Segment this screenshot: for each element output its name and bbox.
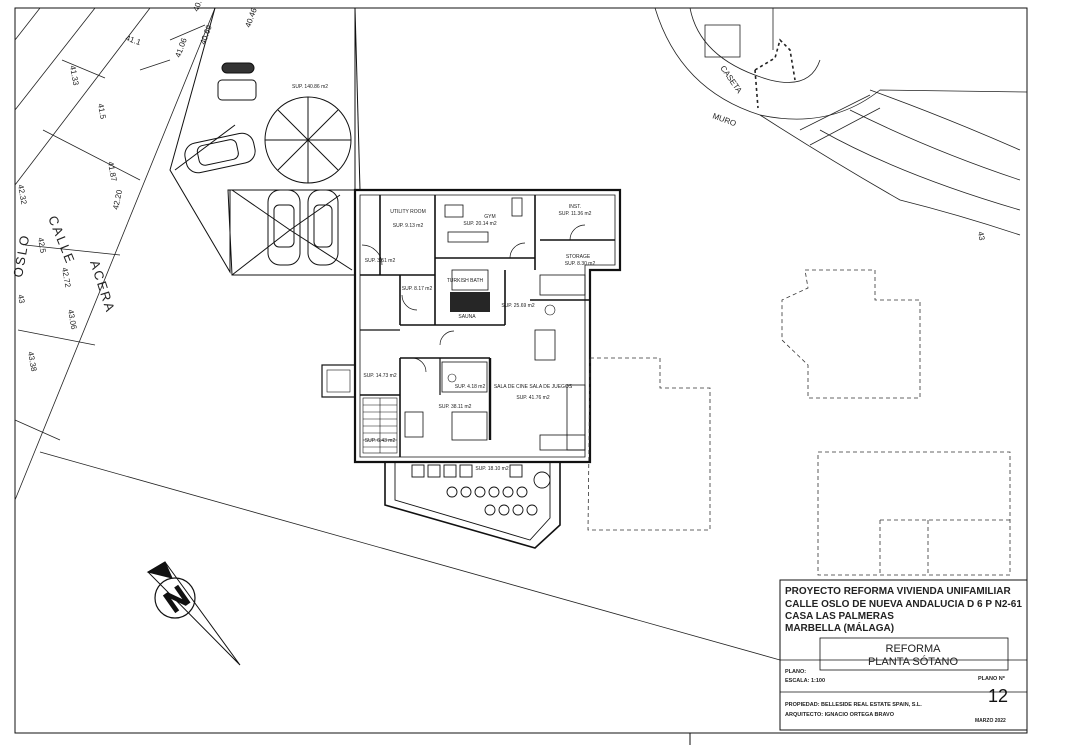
sheet-title: REFORMA — [886, 643, 942, 655]
lot-label: 42.72 — [60, 267, 72, 289]
scale-label: ESCALA: 1:100 — [785, 678, 825, 684]
room-name: STORAGE — [566, 254, 591, 260]
lot-label: 41.06 — [173, 36, 188, 58]
room-area: SUP. 41.76 m2 — [516, 395, 549, 401]
garage-area — [169, 7, 361, 276]
lot-label: 43 — [16, 294, 27, 305]
neighbour-buildings — [587, 269, 1011, 576]
project-line: CALLE OSLO DE NUEVA ANDALUCIA D 6 P N2-6… — [785, 599, 1022, 610]
owner-label: PROPIEDAD: BELLESIDE REAL ESTATE SPAIN, … — [785, 702, 922, 708]
building-walls — [321, 188, 622, 464]
room-area: SUP. 20.14 m2 — [463, 221, 496, 227]
terrace — [384, 461, 561, 549]
north-arrow-icon: N — [146, 561, 241, 666]
sheet-border — [14, 7, 1028, 745]
project-line: CASA LAS PALMERAS — [785, 611, 894, 622]
lot-label: 43.38 — [26, 351, 38, 373]
room-name: INST. — [569, 204, 581, 210]
site-labels: CALLE OSLO ACERA 41.33 41.5 41.87 42.20 … — [10, 0, 986, 373]
car-icon — [267, 189, 301, 266]
architect-label: ARQUITECTO: IGNACIO ORTEGA BRAVO — [785, 712, 895, 718]
site-label: 43 — [976, 231, 987, 242]
title-block: PROYECTO REFORMA VIVIENDA UNIFAMILIAR CA… — [779, 579, 1028, 731]
terrain-contours — [654, 7, 1028, 236]
lot-label: 42.20 — [111, 188, 124, 210]
car-icon — [184, 132, 256, 174]
room-area: SUP. 3.51 m2 — [365, 258, 396, 264]
sheet-title: PLANTA SÓTANO — [868, 655, 959, 668]
street-label: ACERA — [87, 258, 118, 315]
room-name: SAUNA — [458, 314, 476, 320]
motorbike-icon — [221, 62, 255, 74]
lot-label: 40.70 — [191, 0, 206, 13]
lot-label: 43.06 — [66, 309, 78, 331]
street-lines — [14, 7, 1028, 661]
room-area: SUP. 18.10 m2 — [475, 466, 508, 472]
street-label: OSLO — [10, 232, 32, 278]
lot-label: 41.1 — [124, 33, 142, 47]
lot-label: 42.5 — [36, 237, 48, 254]
room-area: SUP. 38.11 m2 — [439, 404, 472, 410]
room-area: SUP. 14.73 m2 — [363, 373, 396, 379]
lot-label: 41.5 — [96, 103, 108, 120]
date-label: MARZO 2022 — [975, 718, 1006, 724]
plano-label: PLANO: — [785, 669, 806, 675]
room-area: SUP. 8.17 m2 — [402, 286, 433, 292]
room-area: SUP. 9.13 m2 — [393, 223, 424, 229]
lot-label: 40.46 — [243, 6, 258, 28]
room-area: SUP. 11.36 m2 — [559, 211, 592, 217]
street-label: CALLE — [45, 214, 78, 267]
room-name: TURKISH BATH — [447, 278, 484, 284]
project-line: MARBELLA (MÁLAGA) — [785, 621, 894, 634]
north-letter: N — [159, 580, 196, 619]
room-name: UTILITY ROOM — [390, 209, 425, 215]
plano-number-label: PLANO Nº — [978, 676, 1005, 682]
room-name: GYM — [484, 214, 495, 220]
car-icon — [217, 79, 257, 101]
room-area: SUP. 25.69 m2 — [501, 303, 534, 309]
room-labels: UTILITY ROOM SUP. 9.13 m2 GYM SUP. 20.14… — [363, 204, 595, 472]
car-icon — [307, 189, 339, 266]
site-label: MURO — [711, 111, 737, 128]
project-line: PROYECTO REFORMA VIVIENDA UNIFAMILIAR — [785, 586, 1012, 597]
lot-label: 41.87 — [106, 161, 118, 183]
plano-number: 12 — [988, 686, 1008, 706]
garage-area-label: SUP. 140.86 m2 — [292, 84, 328, 90]
room-area: SUP. 4.18 m2 — [455, 384, 486, 390]
lot-label: 42.32 — [16, 184, 28, 206]
lot-label: 41.33 — [68, 65, 80, 87]
stairs — [362, 397, 398, 454]
room-area: SUP. 6.43 m2 — [365, 438, 396, 444]
room-area: SUP. 8.30 m2 — [565, 261, 596, 267]
room-name: SALA DE CINE SALA DE JUEGOS — [494, 384, 573, 390]
